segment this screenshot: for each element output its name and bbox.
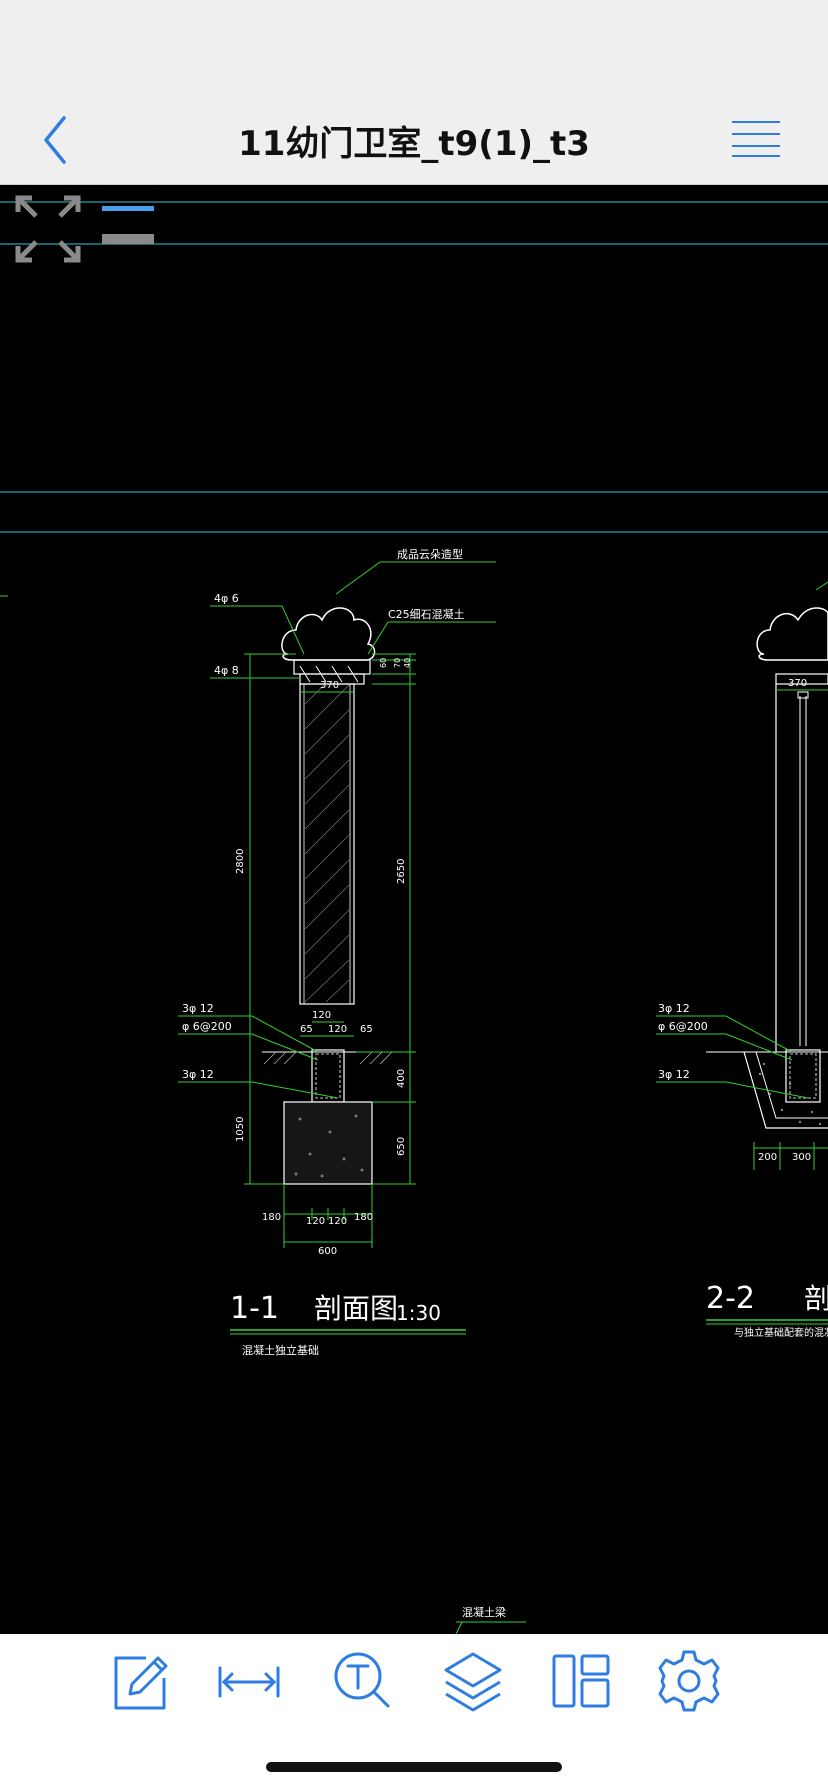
section-scale-1-1: 1:30 <box>396 1301 441 1325</box>
section-title-2-2: 2-2 <box>706 1281 755 1316</box>
section-subtitle-1-1: 剖面图 <box>314 1292 398 1325</box>
label-rebar-b: 4φ 8 <box>214 664 239 677</box>
dim-600: 600 <box>318 1246 337 1257</box>
dim-370-2: 370 <box>788 678 807 689</box>
dim-300-2: 300 <box>792 1152 811 1163</box>
label-top-shape: 成品云朵造型 <box>397 547 463 561</box>
dim-180a: 180 <box>262 1212 281 1223</box>
dim-2800: 2800 <box>235 849 246 874</box>
home-indicator <box>266 1762 562 1772</box>
label-rebar-c1-2: 3φ 12 <box>658 1002 690 1015</box>
fullscreen-icon[interactable] <box>15 195 81 263</box>
dim-120c: 120 <box>306 1216 325 1227</box>
label-rebar-d-2: φ 6@200 <box>658 1020 708 1033</box>
dim-120d: 120 <box>328 1216 347 1227</box>
dim-1050: 1050 <box>235 1117 246 1142</box>
dim-400: 400 <box>396 1069 407 1088</box>
label-concrete: C25细石混凝土 <box>388 607 465 621</box>
layout-icon[interactable] <box>548 1648 614 1714</box>
cloud-shape-2 <box>756 607 828 661</box>
label-rebar-c2-2: 3φ 12 <box>658 1068 690 1081</box>
dim-65b: 65 <box>360 1024 373 1035</box>
cad-drawing-canvas[interactable]: 成品云朵造型 C25细石混凝土 4φ 6 4φ 8 3φ 12 φ 6@200 … <box>0 184 828 1635</box>
dim-2650: 2650 <box>396 859 407 884</box>
section-note-1-1: 混凝土独立基础 <box>242 1343 319 1357</box>
dim-120b: 120 <box>328 1024 347 1035</box>
dim-650: 650 <box>396 1137 407 1156</box>
measure-icon[interactable] <box>216 1648 282 1714</box>
line-weight-icon[interactable] <box>102 206 154 244</box>
section-1-1: 成品云朵造型 C25细石混凝土 4φ 6 4φ 8 3φ 12 φ 6@200 … <box>178 547 496 1357</box>
back-icon[interactable] <box>36 112 76 168</box>
dim-40: 40 <box>403 658 412 668</box>
top-nav-bar: 11幼门卫室_t9(1)_t3 <box>0 0 828 185</box>
dim-370: 370 <box>320 680 339 691</box>
text-search-icon[interactable] <box>330 1648 396 1714</box>
layers-icon[interactable] <box>440 1648 506 1714</box>
drawing-border-lines <box>0 201 828 533</box>
label-rebar-a: 4φ 6 <box>214 592 239 605</box>
label-rebar-c2: 3φ 12 <box>182 1068 214 1081</box>
edit-icon[interactable] <box>106 1648 172 1714</box>
label-rebar-d: φ 6@200 <box>182 1020 232 1033</box>
section-note-2-2: 与独立基础配套的混凝土 <box>734 1326 828 1339</box>
section-2-2: 370 3φ 12 φ 6@200 3φ 12 200 300 2-2 剖 与独… <box>656 581 828 1339</box>
page-title: 11幼门卫室_t9(1)_t3 <box>238 124 590 164</box>
settings-icon[interactable] <box>656 1648 722 1714</box>
label-bottom-beam: 混凝土梁 <box>462 1605 506 1619</box>
section-title-1-1: 1-1 <box>230 1291 279 1326</box>
dim-120a: 120 <box>312 1010 331 1021</box>
dim-65a: 65 <box>300 1024 313 1035</box>
dim-180b: 180 <box>354 1212 373 1223</box>
dim-60: 60 <box>379 658 388 668</box>
cloud-shape <box>281 607 376 661</box>
dim-70: 70 <box>393 658 402 668</box>
menu-icon[interactable] <box>728 118 812 162</box>
label-rebar-c1: 3φ 12 <box>182 1002 214 1015</box>
section-subtitle-2-2: 剖 <box>804 1282 828 1315</box>
dim-200-2: 200 <box>758 1152 777 1163</box>
